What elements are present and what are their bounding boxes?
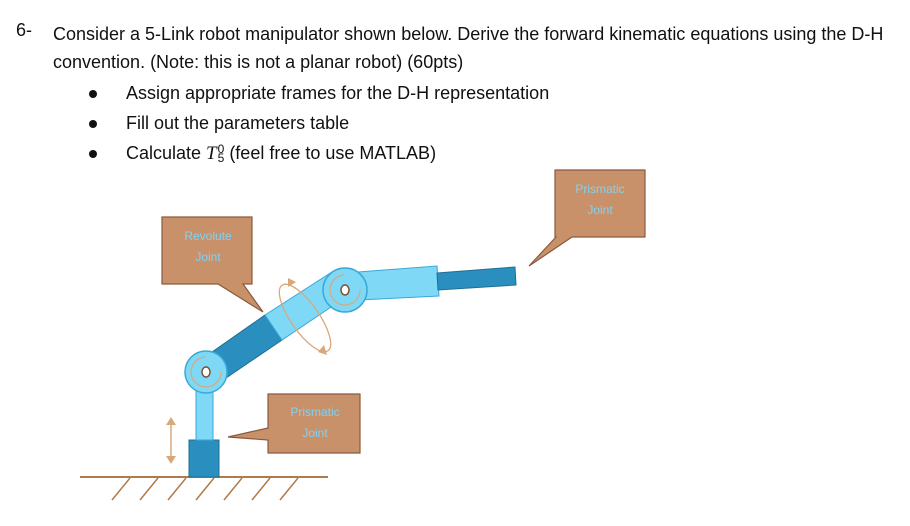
bullet-icon — [89, 120, 97, 128]
task-label: Assign appropriate frames for the D-H re… — [126, 83, 550, 103]
task-label: Fill out the parameters table — [126, 113, 350, 133]
forearm-link — [357, 265, 440, 301]
callout-prismatic-top-line2: Joint — [587, 203, 613, 217]
question-text: Consider a 5-Link robot manipulator show… — [53, 24, 884, 72]
callout-prismatic-top-line1: Prismatic — [575, 182, 624, 196]
ground — [80, 476, 328, 501]
callout-revolute-line1: Revolute — [184, 229, 232, 243]
end-effector-link — [436, 266, 517, 291]
joint-2 — [322, 267, 368, 313]
transform-symbol: T — [206, 143, 217, 164]
task-list: Assign appropriate frames for the D-H re… — [86, 78, 549, 168]
callout-prismatic-top: Prismatic Joint — [528, 169, 646, 267]
bullet-icon — [89, 90, 97, 98]
callout-prismatic-bottom-line2: Joint — [302, 426, 328, 440]
task-item: Assign appropriate frames for the D-H re… — [86, 78, 549, 108]
question-number: 6- — [16, 20, 33, 40]
rotation-arrow-icon — [278, 278, 332, 355]
bullet-icon — [89, 150, 97, 158]
callout-prismatic-bottom-line1: Prismatic — [290, 405, 339, 419]
transform-subscript: 5 — [217, 151, 225, 166]
prismatic-arrow-icon — [166, 417, 176, 464]
calculate-prefix: Calculate — [126, 143, 207, 163]
calculate-suffix: (feel free to use MATLAB) — [224, 143, 437, 163]
callout-revolute-line2: Joint — [195, 250, 221, 264]
base-block — [188, 439, 220, 478]
callout-prismatic-bottom: Prismatic Joint — [227, 393, 361, 454]
joint-1 — [184, 350, 228, 394]
transform-superscript: 0 — [217, 142, 225, 157]
task-item: Fill out the parameters table — [86, 108, 549, 138]
callout-revolute-joint: Revolute Joint — [161, 216, 264, 313]
